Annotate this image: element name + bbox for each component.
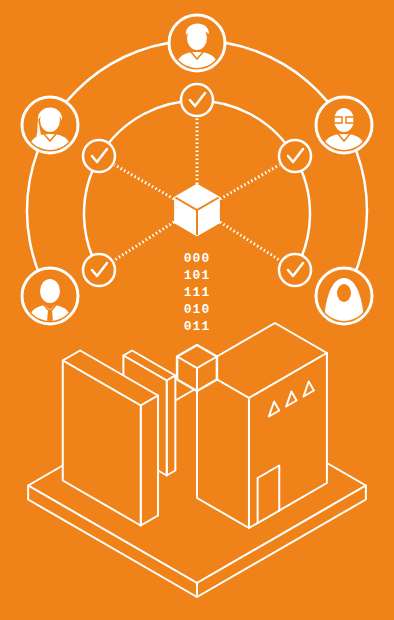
office-building bbox=[249, 353, 327, 528]
check-badge bbox=[181, 84, 213, 116]
data-stream bbox=[220, 165, 279, 199]
building-door bbox=[258, 466, 280, 524]
data-block-cube bbox=[177, 345, 217, 391]
building-window bbox=[286, 392, 296, 407]
person-avatar bbox=[316, 97, 372, 155]
check-badge bbox=[279, 140, 311, 172]
data-stream bbox=[115, 165, 174, 199]
binary-digits: 111 bbox=[184, 286, 210, 299]
check-badge bbox=[83, 140, 115, 172]
person-avatar bbox=[22, 97, 78, 155]
person-avatar bbox=[22, 268, 78, 326]
check-badge bbox=[83, 254, 115, 286]
person-avatar bbox=[169, 15, 225, 73]
office-building bbox=[197, 368, 249, 528]
wall-panel bbox=[63, 361, 141, 526]
data-block-cube bbox=[175, 185, 218, 235]
inner-arc bbox=[84, 101, 310, 270]
outer-arc bbox=[27, 41, 367, 296]
building-window bbox=[269, 402, 279, 417]
building-window bbox=[304, 382, 314, 397]
person-avatar bbox=[316, 268, 372, 326]
wall-panel bbox=[141, 396, 158, 526]
binary-digits: 010 bbox=[184, 303, 210, 316]
data-stream bbox=[196, 118, 199, 184]
binary-digits: 000 bbox=[184, 252, 210, 265]
binary-digits: 011 bbox=[184, 320, 210, 333]
back-wall bbox=[167, 376, 176, 476]
data-stream bbox=[220, 222, 280, 260]
data-stream bbox=[114, 222, 174, 260]
binary-digits: 101 bbox=[184, 269, 210, 282]
check-badge bbox=[279, 254, 311, 286]
